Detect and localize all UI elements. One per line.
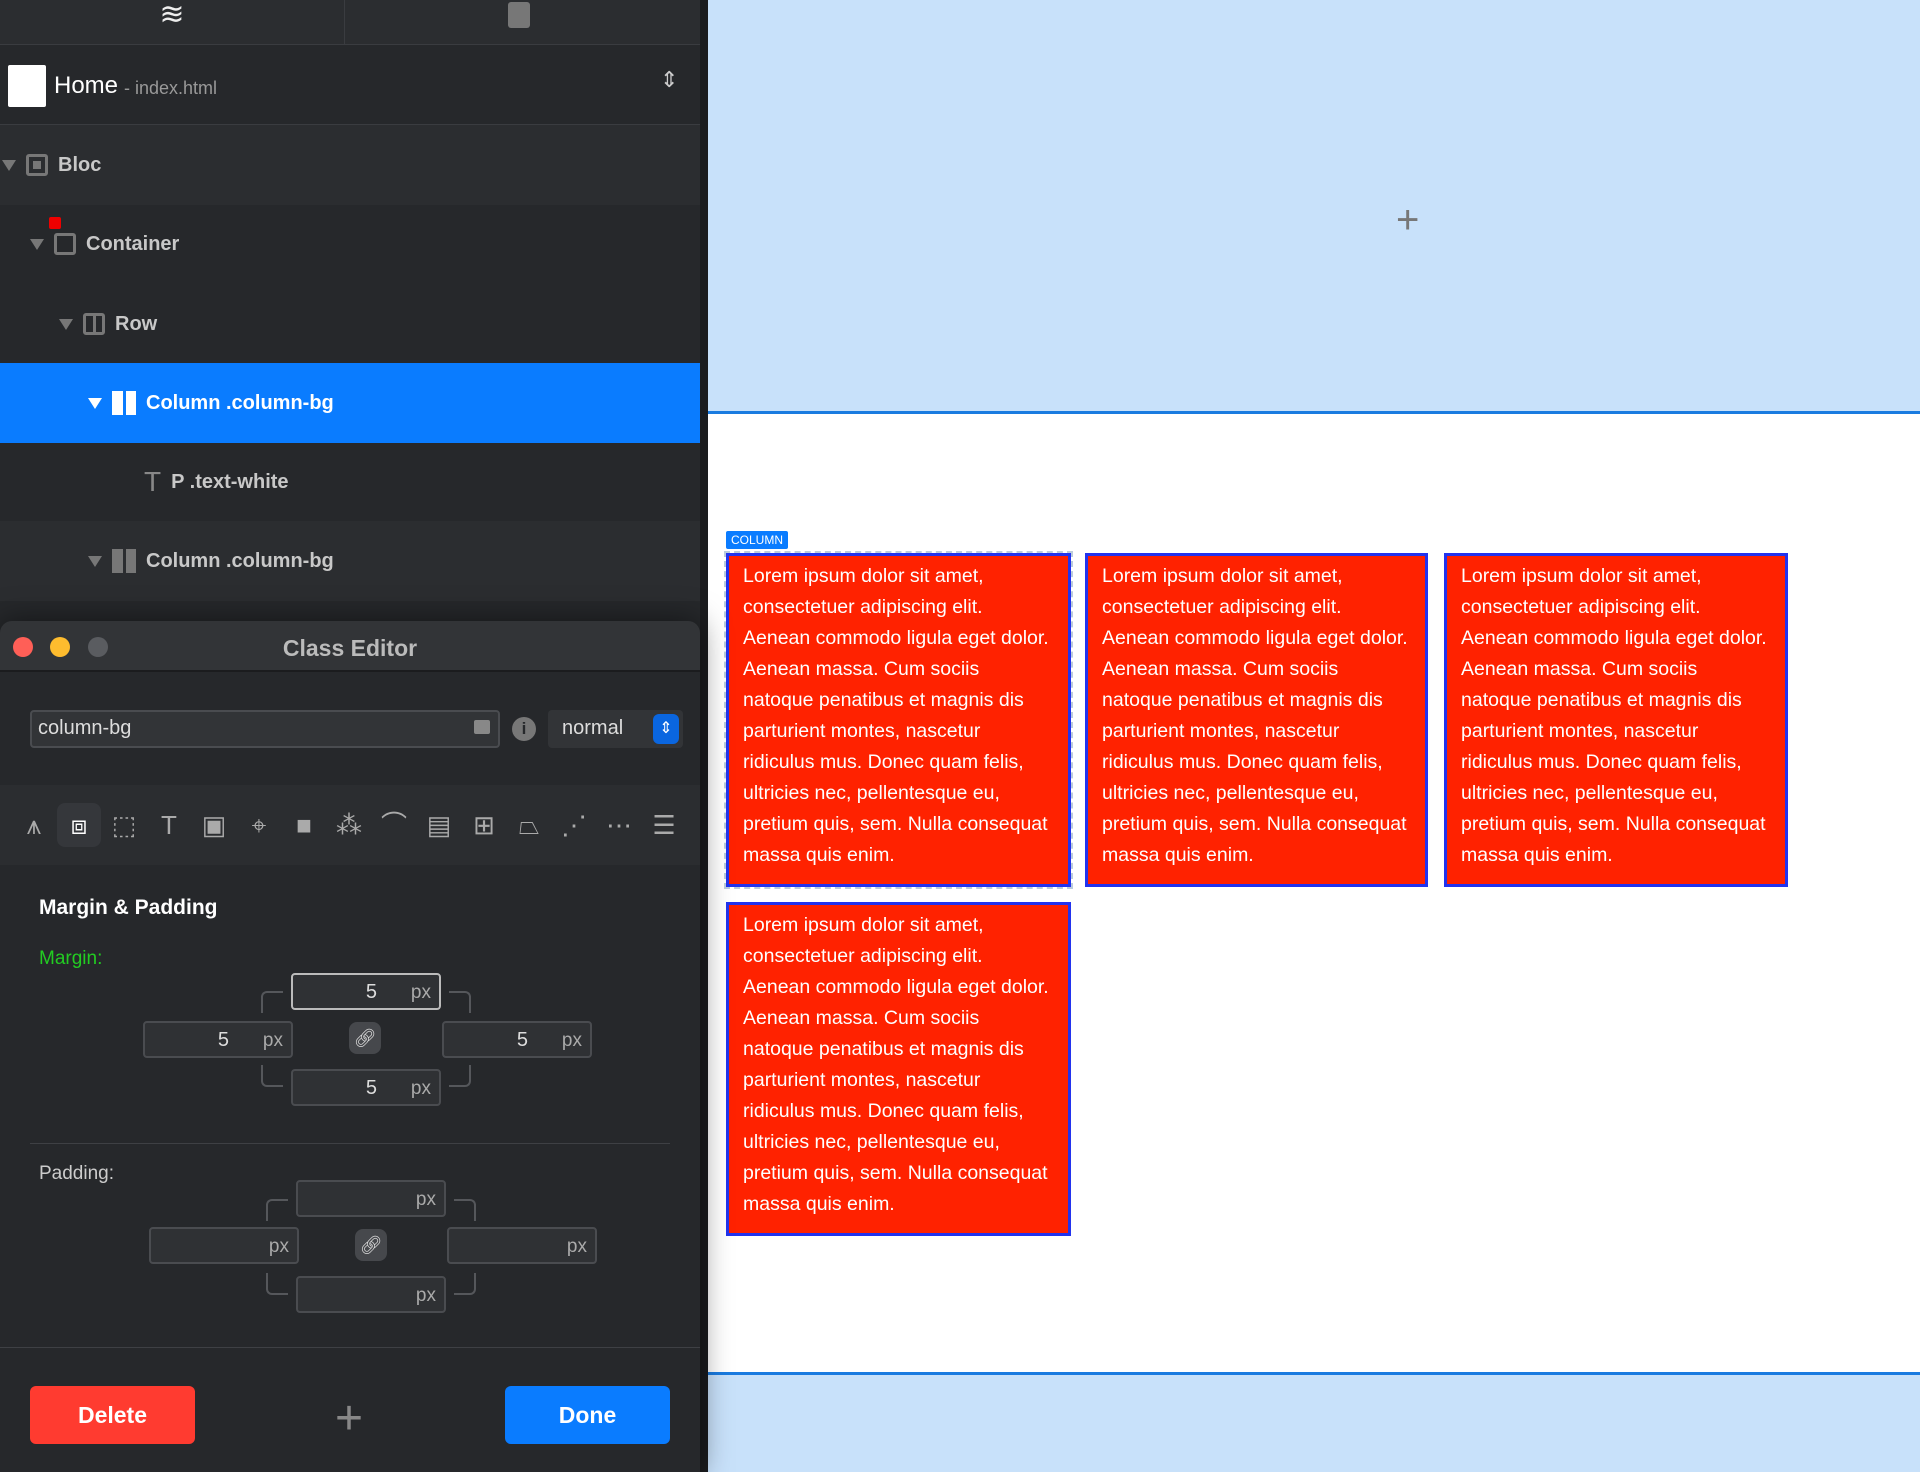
column-3[interactable]: Lorem ipsum dolor sit amet, consectetuer… (1444, 553, 1788, 887)
section-divider (30, 1143, 670, 1144)
layers-icon: ≋ (159, 0, 185, 31)
tree-item-row[interactable]: Row (0, 284, 700, 364)
page-name: Home (54, 72, 119, 99)
section-heading: Margin & Padding (39, 896, 218, 919)
tree-item-column-selected[interactable]: Column .column-bg (0, 363, 700, 443)
tree-item-container[interactable]: Container (0, 204, 700, 284)
chevron-updown-icon: ⇕ (653, 714, 679, 744)
padding-right-input[interactable]: px (447, 1227, 597, 1264)
bloc-bottom[interactable] (708, 1372, 1920, 1472)
add-icon[interactable]: + (1396, 198, 1420, 242)
delete-button[interactable]: Delete (30, 1386, 195, 1444)
animation-icon[interactable]: ⋰ (561, 810, 587, 840)
link-padding-icon[interactable]: 🔗︎ (355, 1229, 387, 1261)
tree-item-bloc[interactable]: Bloc (0, 125, 700, 205)
lock-icon (49, 217, 61, 229)
background-icon[interactable]: ▣ (201, 810, 227, 840)
table-icon[interactable]: ▤ (426, 810, 452, 840)
margin-padding-icon[interactable]: ⧈ (57, 803, 101, 847)
text-icon: T (144, 466, 162, 497)
bloc-icon (26, 154, 48, 176)
padding-label: Padding: (39, 1163, 115, 1184)
shadow-icon[interactable]: ■ (296, 810, 312, 840)
column-2[interactable]: Lorem ipsum dolor sit amet, consectetuer… (1085, 553, 1428, 887)
size-icon[interactable]: ⌖ (251, 810, 267, 840)
class-editor-window: Class Editor column-bg i normal ⇕ ⩚ ⧈ ⬚ … (0, 621, 700, 1472)
close-button[interactable] (13, 637, 33, 657)
padding-left-input[interactable]: px (149, 1227, 299, 1264)
layers-tab[interactable]: ≋ (0, 0, 344, 45)
unlock-icon (474, 720, 490, 734)
state-select[interactable]: normal ⇕ (548, 710, 683, 748)
done-button[interactable]: Done (505, 1386, 670, 1444)
perspective-icon[interactable]: ⏢ (518, 810, 540, 840)
more-icon[interactable]: ⋯ (606, 810, 632, 840)
panel-tabs: ≋ (0, 0, 700, 45)
panel-divider[interactable] (700, 0, 708, 1472)
transform-icon[interactable]: ⌒ (380, 810, 407, 840)
zoom-button[interactable] (88, 637, 108, 657)
chevron-updown-icon: ⇕ (660, 67, 679, 92)
column-icon (112, 549, 136, 573)
page-thumbnail (8, 65, 46, 107)
border-icon[interactable]: ⬚ (111, 810, 137, 840)
minimize-button[interactable] (50, 637, 70, 657)
title-bar[interactable]: Class Editor (0, 621, 700, 672)
column-icon (112, 391, 136, 415)
tree-item-column[interactable]: Column .column-bg (0, 521, 700, 601)
column-1[interactable]: Lorem ipsum dolor sit amet, consectetuer… (724, 551, 1073, 889)
link-margin-icon[interactable]: 🔗︎ (349, 1022, 381, 1054)
info-icon[interactable]: i (512, 717, 536, 741)
code-icon[interactable]: ☰ (652, 810, 676, 840)
window-title: Class Editor (282, 635, 418, 661)
pages-tab[interactable] (345, 0, 700, 45)
empty-bloc[interactable]: + (708, 0, 1920, 414)
column-4[interactable]: Lorem ipsum dolor sit amet, consectetuer… (726, 902, 1071, 1236)
grid-icon[interactable]: ⊞ (473, 810, 495, 840)
class-name-input[interactable]: column-bg (30, 710, 500, 748)
row-icon (83, 313, 105, 335)
style-toolbar (0, 785, 700, 865)
footer-divider (0, 1347, 700, 1348)
compass-icon[interactable]: ⩚ (26, 810, 42, 840)
effects-icon[interactable]: ⁂ (336, 810, 362, 840)
padding-bottom-input[interactable]: px (296, 1276, 446, 1313)
pages-icon (508, 2, 530, 28)
padding-top-input[interactable]: px (296, 1180, 446, 1217)
margin-label: Margin: (39, 948, 103, 969)
typography-icon[interactable]: T (161, 810, 177, 840)
add-class-icon[interactable]: + (335, 1392, 364, 1445)
page-file: - index.html (124, 78, 218, 98)
page-selector[interactable]: Home - index.html ⇕ (0, 45, 700, 125)
container-icon (54, 233, 76, 255)
column-badge: COLUMN (726, 531, 789, 549)
